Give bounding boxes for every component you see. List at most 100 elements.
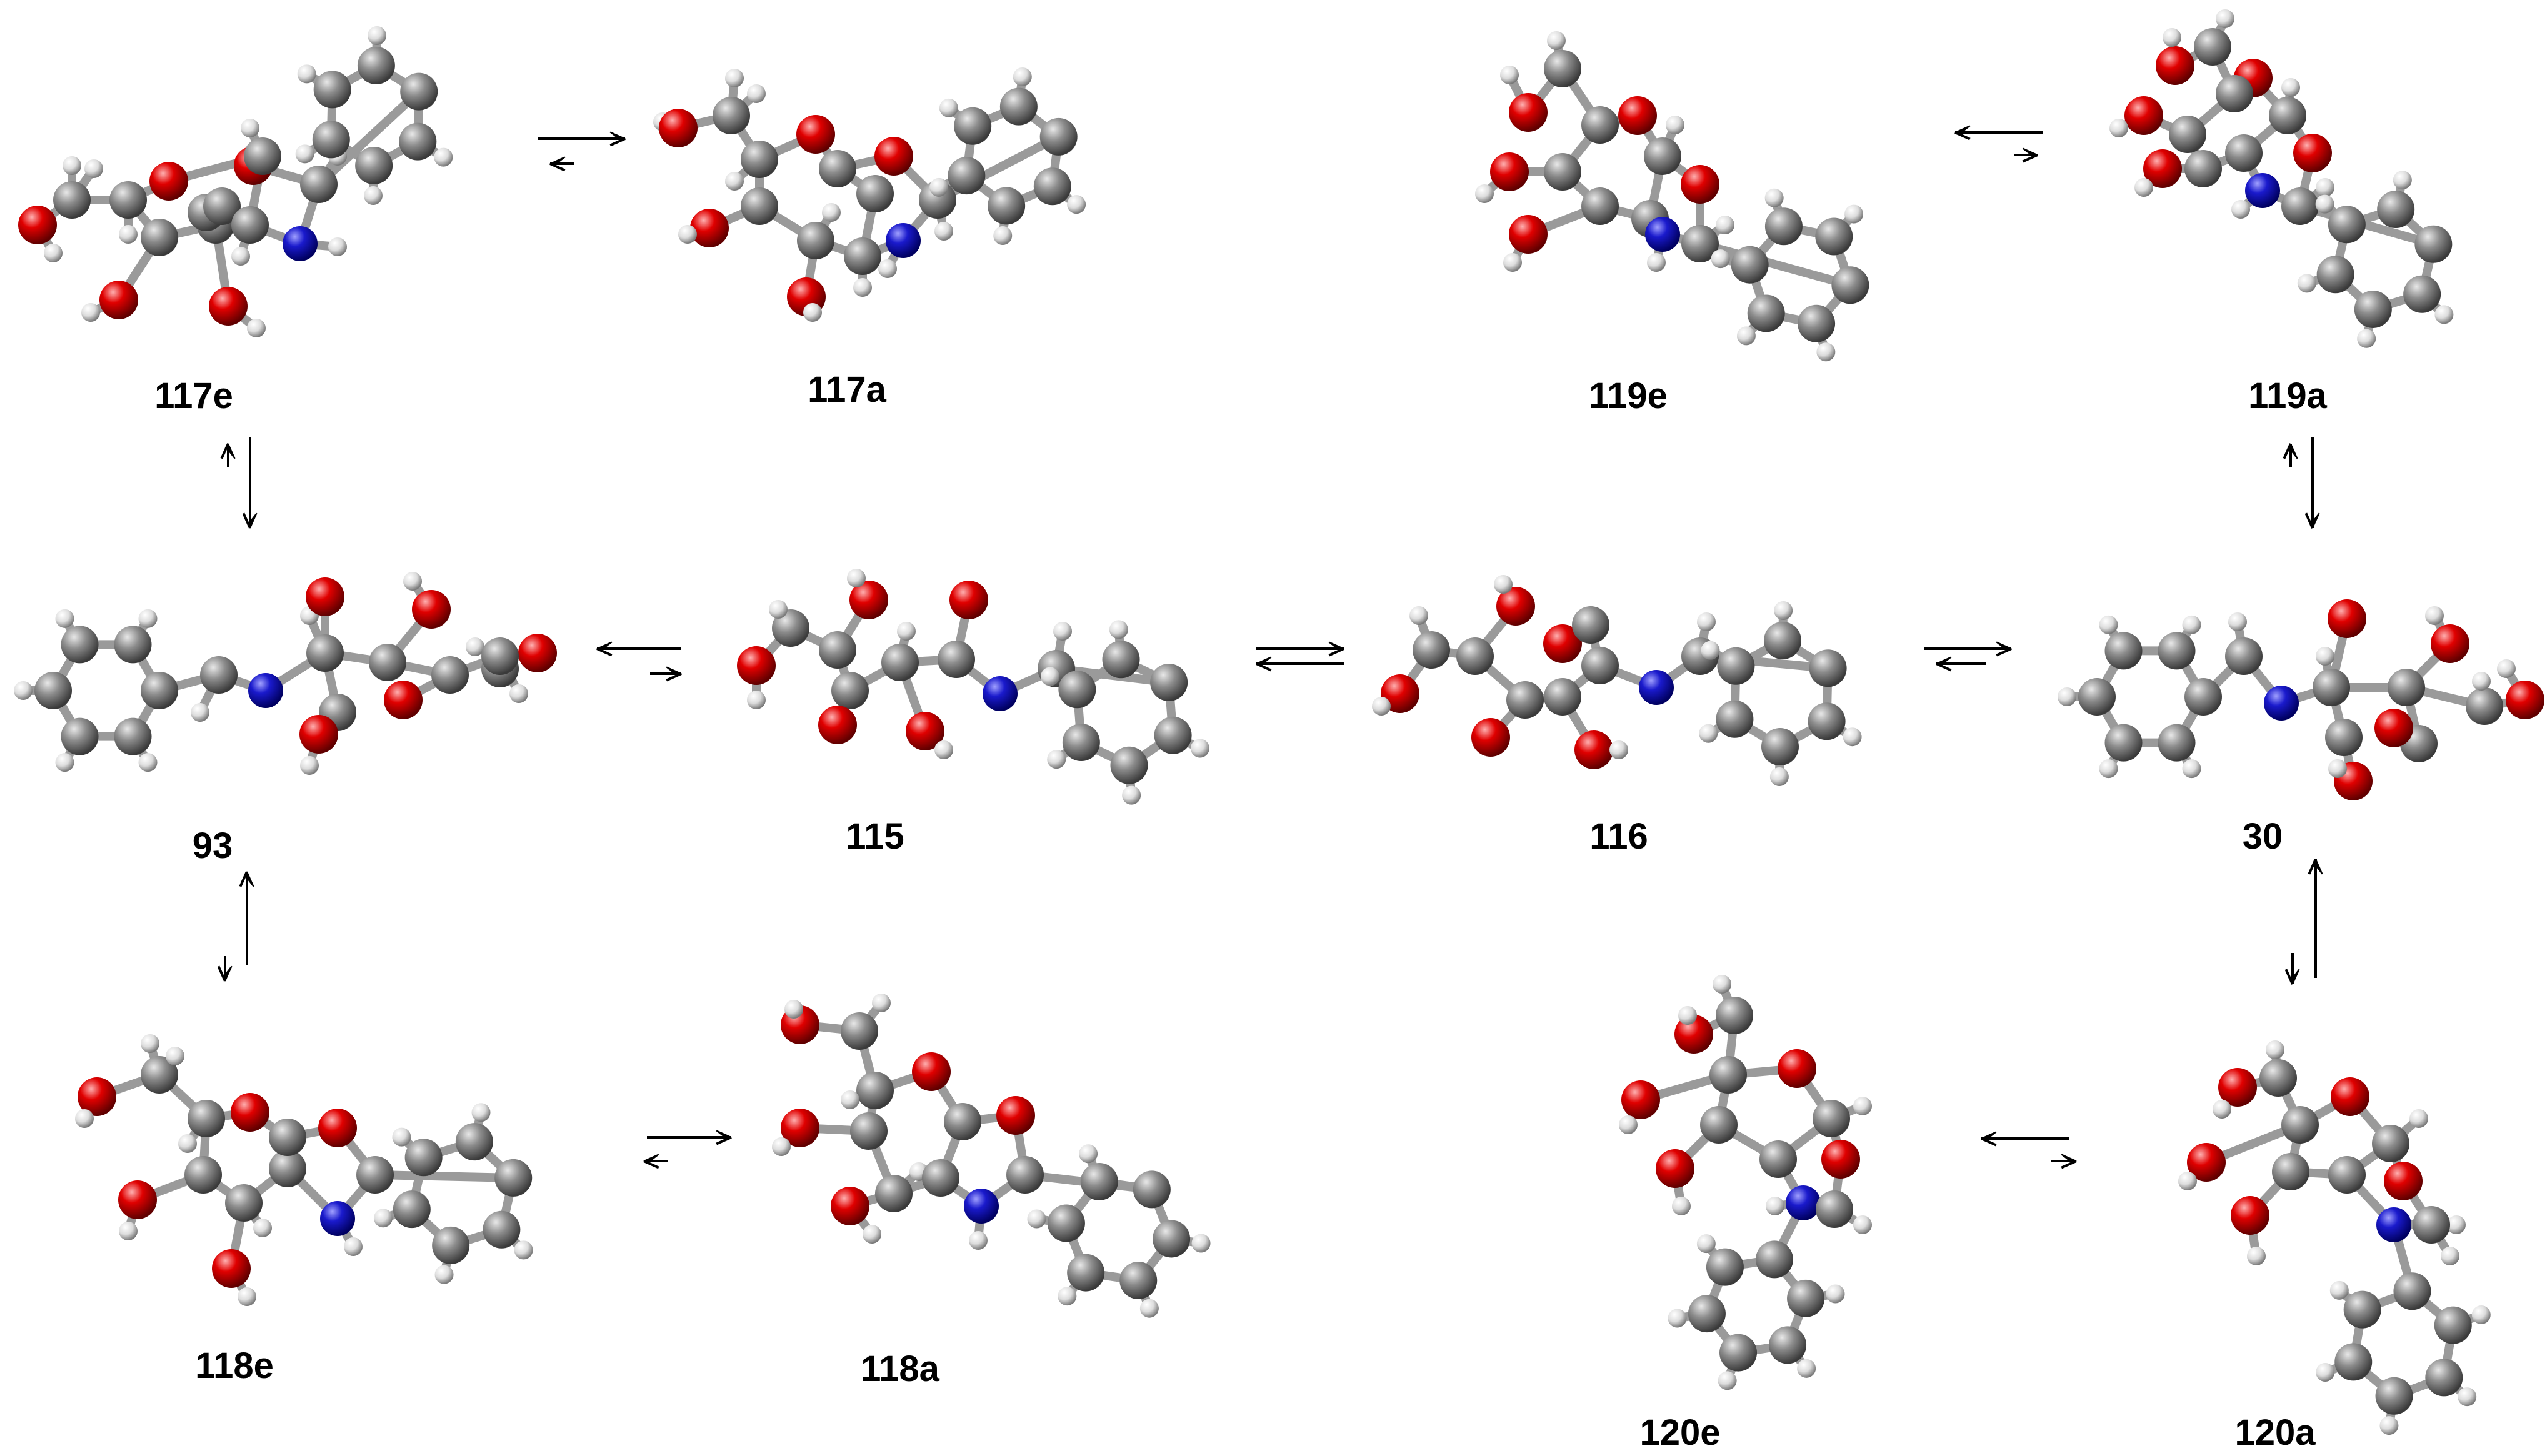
carbon-atom bbox=[269, 1150, 306, 1187]
hydrogen-atom bbox=[863, 1225, 881, 1244]
carbon-atom bbox=[1761, 727, 1799, 765]
carbon-atom bbox=[109, 181, 147, 219]
carbon-atom bbox=[2169, 116, 2206, 153]
hydrogen-atom bbox=[897, 622, 916, 641]
carbon-atom bbox=[393, 1190, 431, 1229]
hydrogen-atom bbox=[939, 98, 958, 117]
hydrogen-atom bbox=[434, 147, 453, 167]
label-115: 115 bbox=[846, 816, 904, 857]
carbon-atom bbox=[2313, 669, 2350, 706]
hydrogen-atom bbox=[803, 303, 822, 322]
carbon-atom bbox=[1581, 106, 1619, 144]
equilibrium-arrows bbox=[217, 125, 2323, 1169]
carbon-atom bbox=[1006, 1156, 1044, 1194]
hydrogen-atom bbox=[2213, 1100, 2231, 1119]
carbon-atom bbox=[1062, 723, 1100, 761]
hydrogen-atom bbox=[2316, 1362, 2335, 1382]
bond bbox=[1696, 239, 1855, 290]
equilibrium-arrow bbox=[1924, 641, 2012, 657]
carbon-atom bbox=[1039, 117, 1078, 156]
hydrogen-atom bbox=[678, 225, 697, 244]
hydrogen-atom bbox=[772, 1137, 791, 1156]
equilibrium-arrow bbox=[549, 156, 574, 172]
oxygen-atom bbox=[1778, 1049, 1816, 1088]
carbon-atom bbox=[481, 637, 519, 675]
oxygen-atom bbox=[2328, 599, 2366, 638]
oxygen-atom bbox=[209, 287, 248, 326]
carbon-atom bbox=[2269, 97, 2306, 134]
carbon-atom bbox=[2343, 1290, 2381, 1329]
carbon-atom bbox=[1747, 294, 1785, 332]
hydrogen-atom bbox=[2409, 1109, 2428, 1128]
oxygen-atom bbox=[306, 577, 344, 616]
hydrogen-atom bbox=[55, 753, 74, 772]
carbon-atom bbox=[269, 1119, 306, 1156]
oxygen-atom bbox=[874, 137, 913, 176]
hydrogen-atom bbox=[1475, 184, 1494, 203]
carbon-atom bbox=[1058, 671, 1096, 709]
molecule-117e bbox=[18, 26, 453, 337]
oxygen-atom bbox=[2143, 149, 2182, 188]
carbon-atom bbox=[1831, 266, 1869, 304]
hydrogen-atom bbox=[2316, 178, 2334, 197]
hydrogen-atom bbox=[466, 637, 484, 656]
oxygen-atom bbox=[2374, 709, 2413, 747]
equilibrium-arrow bbox=[1256, 641, 1344, 657]
label-116: 116 bbox=[1589, 816, 1648, 857]
hydrogen-atom bbox=[55, 609, 74, 628]
hydrogen-atom bbox=[1713, 975, 1731, 994]
carbon-atom bbox=[1102, 641, 1140, 679]
label-120e: 120e bbox=[1639, 1412, 1720, 1453]
oxygen-atom bbox=[659, 109, 698, 147]
oxygen-atom bbox=[2218, 1068, 2257, 1107]
carbon-atom bbox=[819, 150, 856, 187]
carbon-atom bbox=[2158, 724, 2196, 762]
carbon-atom bbox=[1067, 1254, 1105, 1292]
nitrogen-atom bbox=[2376, 1207, 2411, 1242]
molecule-119a bbox=[2109, 9, 2454, 348]
carbon-atom bbox=[141, 219, 178, 256]
hydrogen-atom bbox=[872, 994, 891, 1012]
hydrogen-atom bbox=[1766, 1197, 1784, 1215]
carbon-atom bbox=[141, 1056, 178, 1094]
oxygen-atom bbox=[318, 1109, 357, 1147]
carbon-atom bbox=[2216, 75, 2253, 112]
nitrogen-atom bbox=[983, 676, 1018, 711]
carbon-atom bbox=[2078, 678, 2116, 716]
carbon-atom bbox=[2194, 28, 2231, 66]
carbon-atom bbox=[2104, 724, 2143, 762]
equilibrium-arrow bbox=[1256, 656, 1344, 672]
hydrogen-atom bbox=[2441, 1247, 2459, 1265]
carbon-atom bbox=[184, 1156, 222, 1194]
carbon-atom bbox=[1815, 217, 1853, 256]
hydrogen-atom bbox=[373, 1209, 393, 1228]
oxygen-atom bbox=[1381, 674, 1419, 713]
hydrogen-atom bbox=[1672, 1197, 1691, 1215]
equilibrium-arrow bbox=[1936, 656, 1986, 672]
hydrogen-atom bbox=[1041, 667, 1060, 686]
carbon-atom bbox=[772, 609, 809, 647]
hydrogen-atom bbox=[1619, 1115, 1638, 1134]
carbon-atom bbox=[1413, 631, 1450, 669]
equilibrium-arrow bbox=[643, 1154, 668, 1169]
hydrogen-atom bbox=[2329, 1280, 2349, 1300]
carbon-atom bbox=[2225, 134, 2263, 172]
label-119a: 119a bbox=[2248, 376, 2328, 416]
nitrogen-atom bbox=[964, 1189, 999, 1224]
hydrogen-atom bbox=[1678, 1006, 1697, 1025]
carbon-atom bbox=[1080, 1162, 1118, 1200]
carbon-atom bbox=[1150, 664, 1188, 702]
hydrogen-atom bbox=[2058, 687, 2076, 706]
carbon-atom bbox=[1154, 716, 1192, 754]
hydrogen-atom bbox=[2472, 672, 2491, 691]
carbon-atom bbox=[1719, 1334, 1758, 1372]
oxygen-atom bbox=[912, 1052, 951, 1091]
carbon-atom bbox=[1769, 1326, 1807, 1364]
carbon-atom bbox=[1688, 1295, 1726, 1333]
carbon-atom bbox=[1581, 187, 1619, 225]
label-117a: 117a bbox=[808, 369, 887, 410]
carbon-atom bbox=[1808, 702, 1846, 740]
oxygen-atom bbox=[849, 581, 888, 619]
carbon-atom bbox=[1700, 1106, 1738, 1144]
carbon-atom bbox=[1581, 647, 1619, 684]
